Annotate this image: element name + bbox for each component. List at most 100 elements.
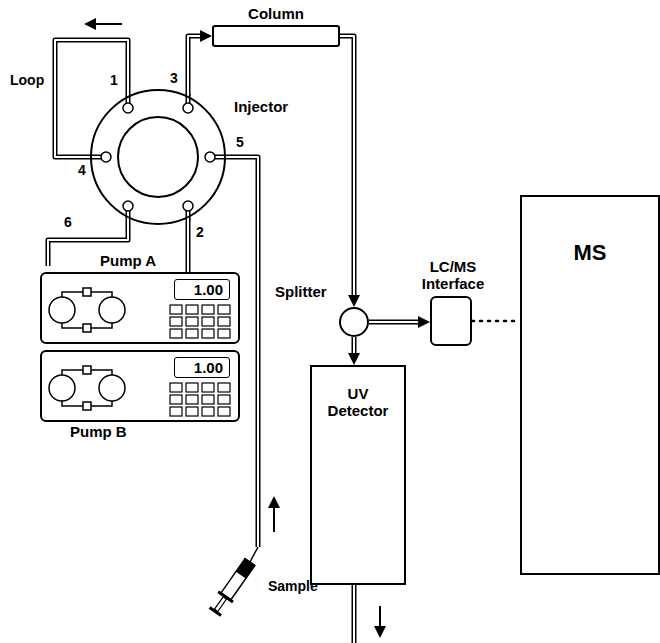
valve-port xyxy=(123,103,133,113)
keypad-key xyxy=(170,317,182,326)
syringe xyxy=(207,547,258,618)
part-name: Sample xyxy=(268,578,318,595)
pump-a: Pump A1.00 xyxy=(40,272,240,344)
check-valve xyxy=(83,288,91,296)
flow-connector xyxy=(188,36,200,96)
port-number: 6 xyxy=(64,214,72,231)
port-number: 4 xyxy=(78,162,86,179)
keypad-key xyxy=(218,407,230,416)
keypad-key xyxy=(170,407,182,416)
node-title: 1.00 xyxy=(174,357,230,378)
keypad-key xyxy=(202,383,214,392)
keypad-key xyxy=(186,395,198,404)
port-number: 1 xyxy=(110,72,118,89)
node-text: 1.00 xyxy=(174,279,230,300)
keypad-key xyxy=(218,329,230,338)
mass-spectrometer: MS xyxy=(520,195,660,575)
keypad-key xyxy=(186,305,198,314)
pump-b: 1.00Pump B xyxy=(40,350,240,422)
syringe-plunger xyxy=(215,597,227,612)
pump-head xyxy=(99,375,125,401)
flow-connector xyxy=(472,321,520,322)
keypad-key xyxy=(186,383,198,392)
flow-tube xyxy=(352,337,357,353)
syringe-needle xyxy=(250,547,258,562)
splitter-tee: Splitter xyxy=(339,307,369,337)
valve-rotor xyxy=(101,103,215,211)
tubing xyxy=(48,40,354,643)
detector-outlet-tube-core xyxy=(353,585,355,643)
flow-tube xyxy=(188,36,200,96)
flow-tube-core xyxy=(353,337,355,353)
sample-inlet-tube-core xyxy=(210,157,258,547)
flow-connector xyxy=(369,322,418,323)
keypad-key xyxy=(202,407,214,416)
uv-detector: UV Detector xyxy=(310,365,406,585)
keypad-key xyxy=(218,395,230,404)
column-tube: Column xyxy=(212,25,340,47)
flow-arrow xyxy=(96,23,122,25)
valve-port xyxy=(183,103,193,113)
node-title: LC/MS Interface xyxy=(411,258,495,292)
valve-port xyxy=(183,201,193,211)
sample-inlet-tube xyxy=(210,157,258,547)
port-number: 2 xyxy=(196,224,204,241)
pump-mechanics xyxy=(49,288,230,416)
keypad-key xyxy=(202,329,214,338)
flow-tube xyxy=(340,36,354,295)
flow-tube-core xyxy=(340,36,354,295)
flow-tube-core xyxy=(369,321,418,323)
keypad-key xyxy=(170,395,182,404)
check-valve xyxy=(83,402,91,410)
keypad-key xyxy=(202,317,214,326)
flow-connector xyxy=(188,218,189,272)
keypad-key xyxy=(170,329,182,338)
flow-arrow xyxy=(379,606,381,626)
rotor-circle xyxy=(118,117,198,197)
keypad-key xyxy=(218,305,230,314)
flow-connector xyxy=(340,36,354,295)
pump-head xyxy=(49,375,75,401)
lcms-interface: LC/MS Interface xyxy=(430,296,472,346)
node-title: Injector xyxy=(234,98,288,115)
keypad-key xyxy=(202,395,214,404)
keypad-key xyxy=(218,383,230,392)
syringe-barrel xyxy=(221,559,255,600)
part-name: Loop xyxy=(10,72,44,89)
node-title: UV Detector xyxy=(312,367,404,419)
node-text: Pump B xyxy=(70,423,127,440)
keypad-key xyxy=(202,305,214,314)
keypad-key xyxy=(170,383,182,392)
check-valve xyxy=(83,366,91,374)
flow-tube-core xyxy=(188,36,200,96)
keypad-key xyxy=(186,317,198,326)
node-title: MS xyxy=(522,197,658,265)
valve-port xyxy=(123,201,133,211)
port-number: 3 xyxy=(170,70,178,87)
injector-valve: Injector xyxy=(90,89,226,225)
keypad-key xyxy=(218,317,230,326)
syringe-thumb xyxy=(209,606,222,616)
keypad-key xyxy=(186,407,198,416)
valve-port xyxy=(101,152,111,162)
spray-line xyxy=(472,320,520,323)
keypad-key xyxy=(186,329,198,338)
port-number: 5 xyxy=(236,134,244,151)
flow-arrows xyxy=(96,24,380,626)
node-title: Splitter xyxy=(275,283,327,300)
detector-outlet-tube xyxy=(352,585,357,643)
flow-tube-core xyxy=(187,218,189,272)
node-title: Column xyxy=(214,5,338,22)
pump-head xyxy=(99,297,125,323)
node-title: Pump A xyxy=(100,252,156,269)
flow-tube xyxy=(186,218,191,272)
pump-head xyxy=(49,297,75,323)
flow-arrow xyxy=(273,508,275,532)
valve-port xyxy=(205,152,215,162)
flow-tube xyxy=(369,320,418,325)
check-valve xyxy=(83,324,91,332)
syringe-fluid xyxy=(236,559,255,579)
